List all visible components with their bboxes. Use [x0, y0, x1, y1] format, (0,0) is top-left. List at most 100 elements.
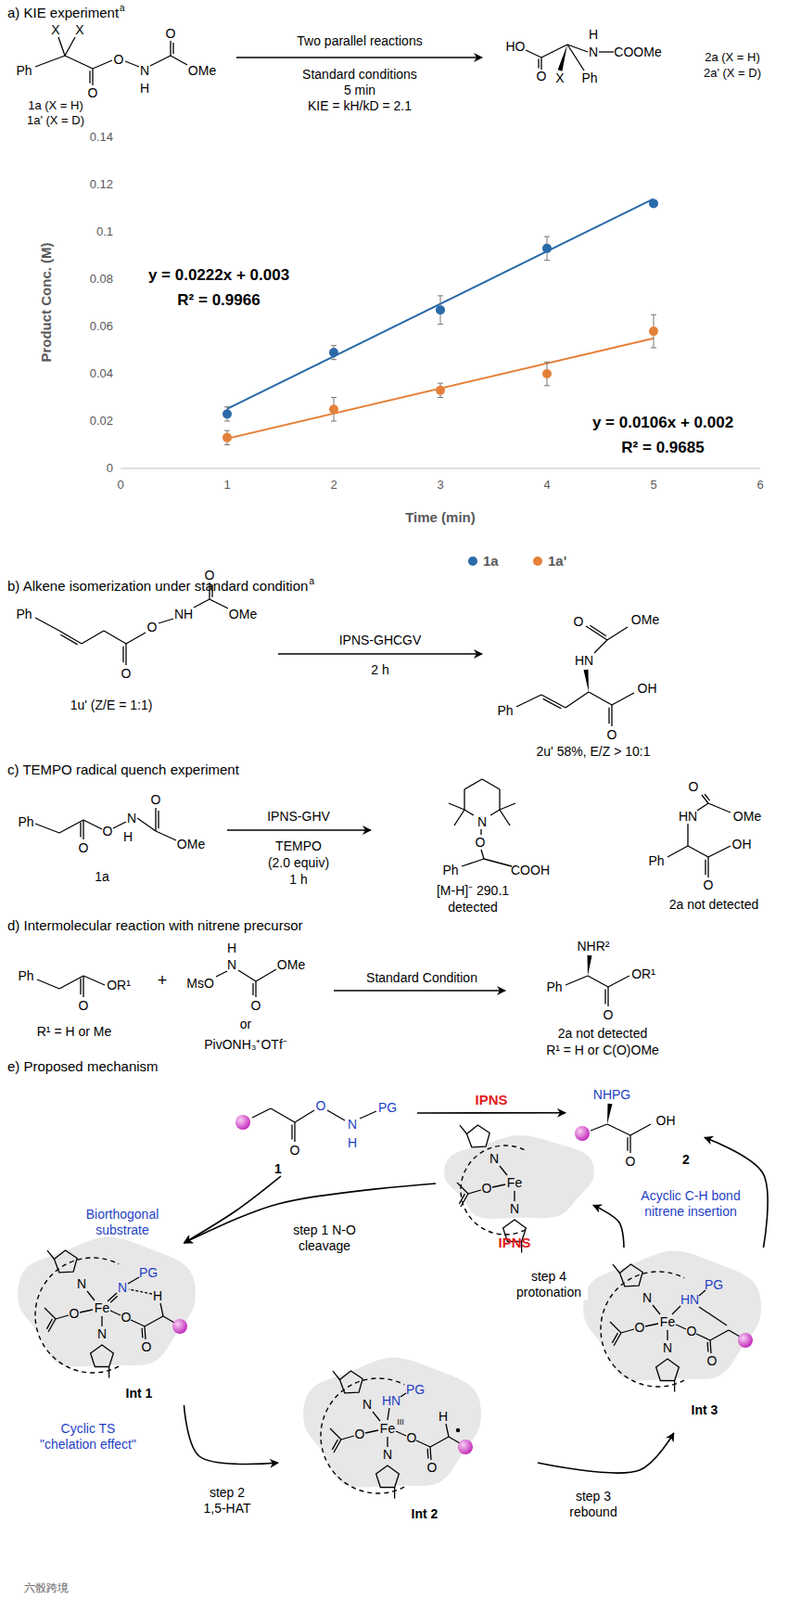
axis-text: 3: [436, 477, 444, 493]
bond: [445, 1423, 449, 1437]
atom-label: N: [382, 1446, 393, 1462]
structure-label: OMe: [177, 836, 205, 852]
double-bond: [79, 822, 81, 838]
double-bond: [704, 859, 706, 876]
legend-text: 1a': [547, 552, 567, 569]
reaction-arrow: [333, 989, 506, 992]
reaction-arrow: [236, 56, 483, 59]
bond: [652, 1304, 661, 1314]
structure-label: O: [88, 85, 99, 102]
wedge-bond: [584, 669, 589, 692]
double-bond: [585, 625, 608, 640]
structure-label: O: [251, 997, 262, 1014]
structure-label: O: [204, 567, 216, 584]
structure-label: R¹ = H or Me: [37, 1023, 113, 1040]
structure-label: 2a not detected: [558, 1025, 649, 1042]
double-bond: [82, 975, 84, 997]
bond: [416, 1439, 431, 1447]
structure-label: COOMe: [613, 44, 661, 61]
bond: [238, 969, 256, 981]
structure-label: 1u' (Z/E = 1:1): [70, 697, 153, 713]
substituent-sphere: [172, 1318, 188, 1334]
structure-label: 5 min: [343, 82, 376, 99]
bond: [516, 694, 542, 707]
atom-label: PG: [139, 1264, 158, 1281]
bond: [87, 1290, 95, 1300]
axis-text: 0.04: [89, 366, 114, 382]
double-bond: [60, 634, 77, 645]
bond: [610, 1321, 622, 1333]
bond: [387, 1407, 390, 1420]
bond: [687, 845, 709, 857]
double-bond: [252, 982, 254, 995]
double-bond: [110, 1295, 118, 1302]
structure-label: Ph: [442, 862, 458, 878]
atom-label: Fe: [94, 1299, 110, 1316]
structure-label: Ph: [546, 978, 562, 995]
structure-caption: 2: [682, 1151, 690, 1168]
axis-text: 0.06: [89, 318, 114, 334]
substituent-sphere: [457, 1438, 473, 1454]
bond: [481, 849, 484, 859]
imidazole-ring: [466, 1124, 490, 1147]
structure-label: X: [50, 22, 60, 39]
axis-text: 0.08: [89, 271, 114, 287]
structure-label: MsO: [186, 975, 215, 992]
legend-entry: 1a': [533, 551, 567, 571]
substrate-structure: OONPGH1: [222, 1075, 418, 1176]
bond: [464, 809, 474, 815]
atom-label: O: [427, 1459, 438, 1475]
axis-text: 0.1: [96, 224, 114, 240]
bond: [490, 809, 500, 815]
active-site: [583, 1250, 762, 1392]
atom-label: Fe: [507, 1174, 522, 1191]
bond: [101, 1315, 102, 1326]
bond: [59, 819, 84, 833]
structure-label: R² = 0.9966: [177, 291, 260, 310]
bond: [480, 828, 482, 835]
footnote-mark: a: [308, 575, 315, 587]
atom-label: NHPG: [593, 1086, 631, 1103]
bond: [79, 1309, 93, 1312]
bond: [708, 802, 731, 813]
bond: [372, 1410, 381, 1421]
data-point: [648, 326, 659, 336]
structure-label: 2 h: [370, 661, 389, 678]
double-bond: [608, 707, 610, 724]
bond: [448, 802, 465, 810]
imidazole-ring: [53, 1249, 77, 1272]
structure-label: O: [573, 613, 585, 630]
bond: [468, 1189, 482, 1194]
active-site-boundary: [35, 1257, 119, 1373]
structure-label: Standard conditions: [302, 66, 418, 83]
active-site-boundary: [600, 1270, 685, 1386]
bond: [35, 617, 60, 631]
structure-label: N: [477, 813, 487, 830]
structure-label: O: [151, 791, 162, 808]
bond: [590, 1123, 608, 1131]
bond: [35, 823, 60, 833]
double-bond: [140, 1327, 143, 1338]
bond: [92, 60, 113, 69]
structure-label: Ph: [648, 852, 664, 869]
protein-backbone: [444, 1134, 595, 1219]
active-site: [444, 1124, 595, 1253]
bond: [110, 1309, 121, 1315]
double-bond: [604, 989, 606, 1005]
bond: [612, 1263, 620, 1272]
structure-label: X: [555, 70, 564, 87]
atom-label: N: [509, 1200, 520, 1217]
double-bond: [430, 1446, 432, 1460]
bond: [386, 1436, 388, 1447]
legend-swatch: [468, 556, 478, 566]
bond: [155, 830, 177, 840]
imidazole-ring: [656, 1358, 680, 1381]
bond: [144, 1315, 164, 1326]
kie-chart: [120, 198, 761, 469]
bond: [327, 1109, 345, 1120]
structure-label: N: [227, 956, 237, 973]
bond: [696, 1333, 711, 1340]
atom-label: N: [347, 1116, 357, 1132]
bond: [81, 630, 104, 644]
connectors: [184, 1112, 769, 1473]
